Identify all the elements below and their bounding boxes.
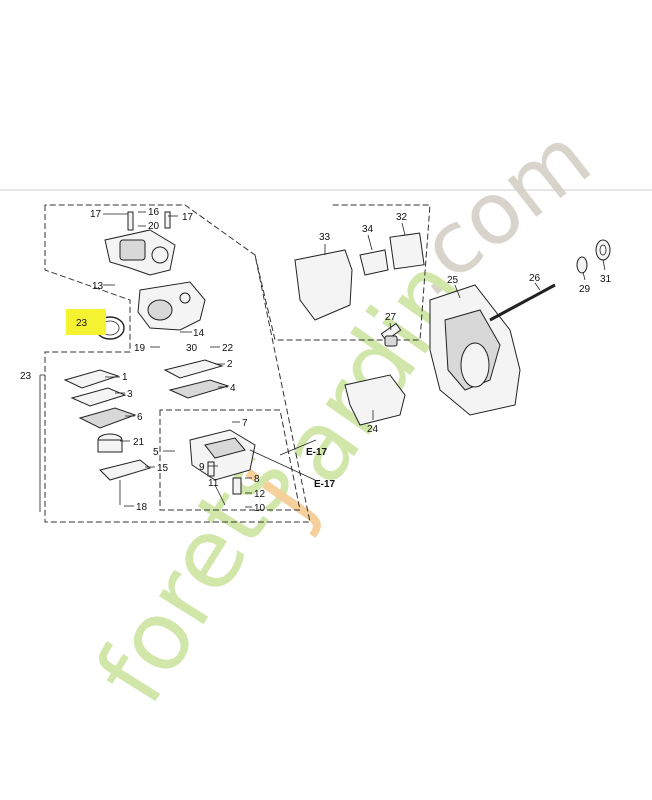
callout-10: 10	[254, 503, 266, 514]
group-outline-left	[44, 204, 311, 523]
reference-e17-upper: E-17	[306, 447, 328, 458]
highlight-23[interactable]	[66, 309, 106, 335]
reference-e17-lower: E-17	[314, 479, 336, 490]
callout-26: 26	[529, 273, 541, 284]
carburetor-body	[137, 281, 206, 331]
bolt-27	[380, 322, 402, 347]
callout-17b: 17	[182, 212, 194, 223]
callouts: 17 16 20 17 13 23 14 19 30 22 1 2 3 4 6 …	[20, 207, 612, 514]
callout-7: 7	[242, 418, 248, 429]
callout-32: 32	[396, 212, 408, 223]
callout-23-group: 23	[20, 371, 32, 382]
callout-2: 2	[227, 359, 233, 370]
callout-31: 31	[600, 274, 612, 285]
carb-top-assembly	[104, 211, 176, 276]
center-gasket-stack	[163, 359, 230, 399]
callout-22: 22	[222, 343, 234, 354]
callout-17a: 17	[90, 209, 102, 220]
callout-20: 20	[148, 221, 160, 232]
callout-34: 34	[362, 224, 374, 235]
leader-lines	[91, 211, 606, 508]
callout-19: 19	[134, 343, 146, 354]
callout-29: 29	[579, 284, 591, 295]
callout-11: 11	[208, 478, 219, 489]
washer-29	[576, 256, 588, 274]
callout-14: 14	[193, 328, 205, 339]
group-outline-right	[254, 204, 431, 341]
callout-16: 16	[148, 207, 160, 218]
callout-9: 9	[199, 462, 205, 473]
callout-12: 12	[254, 489, 266, 500]
callout-8: 8	[254, 474, 260, 485]
float-chamber	[189, 429, 256, 506]
callout-13: 13	[92, 281, 104, 292]
insulator-group	[294, 232, 425, 321]
callout-5: 5	[153, 447, 159, 458]
callout-33: 33	[319, 232, 331, 243]
callout-15: 15	[157, 463, 169, 474]
watermark: .com forets j ardin	[75, 108, 610, 722]
gasket-24	[344, 374, 406, 426]
air-cleaner-case-25	[429, 284, 521, 416]
callout-3: 3	[127, 389, 133, 400]
callout-24: 24	[367, 424, 379, 435]
nut-31	[595, 239, 611, 261]
bracket-23	[39, 374, 45, 512]
callout-30: 30	[186, 343, 198, 354]
group-outline-carb	[159, 409, 301, 511]
callout-25: 25	[447, 275, 459, 286]
callout-4: 4	[230, 383, 236, 394]
callout-23-highlighted: 23	[76, 318, 88, 329]
callout-6: 6	[137, 412, 143, 423]
callout-21: 21	[133, 437, 145, 448]
callout-1: 1	[122, 372, 128, 383]
callout-18: 18	[136, 502, 148, 513]
left-gasket-stack	[63, 369, 152, 505]
callout-27: 27	[385, 312, 397, 323]
